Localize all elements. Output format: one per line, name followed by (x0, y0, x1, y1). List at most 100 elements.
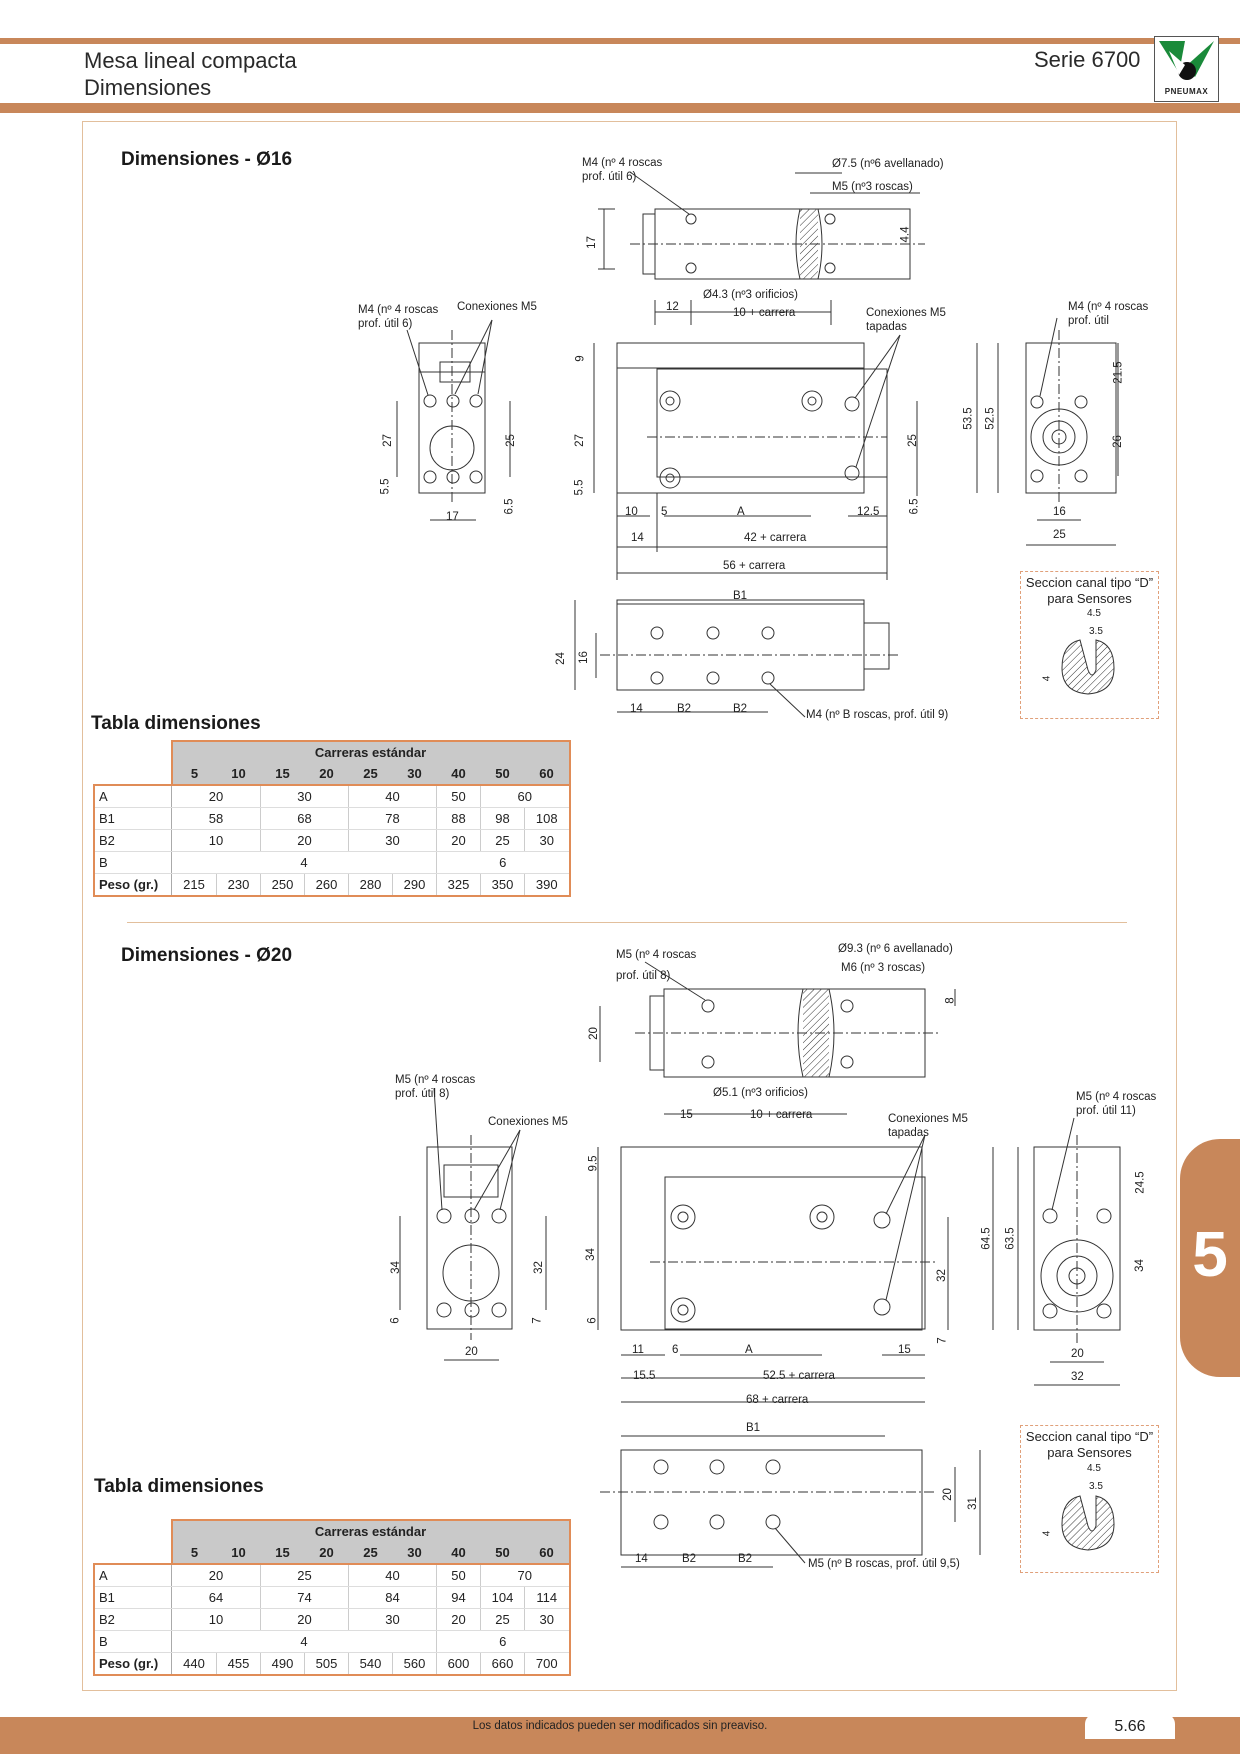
table-header-carreras: Carreras estándar (170, 1519, 571, 1542)
dim-right-21-5: 21.5 (1112, 361, 1125, 384)
chapter-tab[interactable]: 5 (1180, 1139, 1240, 1377)
dim-right-20: 20 (1071, 1348, 1084, 1360)
label-bottom-m4: M4 (nº B roscas, prof. útil 9) (806, 709, 949, 721)
dim-4-4: 4.4 (899, 226, 912, 243)
table-cell: 660 (480, 1652, 525, 1676)
dim-top-20: 20 (587, 1027, 600, 1040)
table-cell: 455 (216, 1652, 261, 1676)
dim-front-34: 34 (584, 1248, 597, 1261)
label-conexiones-20: Conexiones M5 (488, 1116, 568, 1128)
dim-right-64-5: 64.5 (980, 1227, 993, 1250)
label-m5-prof: prof. útil 8) (616, 970, 671, 982)
table-cell: 20 (171, 784, 261, 808)
sensor-title-16: Seccion canal tipo “D” para Sensores (1025, 575, 1154, 606)
table-cell: 94 (436, 1586, 481, 1609)
dim-front-6-20: 6 (586, 1317, 599, 1324)
dim-top-8: 8 (944, 997, 957, 1004)
table-cell: 20 (171, 1563, 261, 1587)
dim-top-15: 15 (680, 1109, 693, 1121)
dim-right-24-5: 24.5 (1134, 1171, 1147, 1194)
table-cell: 350 (480, 873, 525, 897)
table-cell: 68 (260, 807, 349, 830)
table-row-label: B1 (93, 807, 172, 830)
table-cell: 700 (524, 1652, 571, 1676)
table-row-label: B2 (93, 829, 172, 852)
label-conexiones-tapadas-1: Conexiones M5 (866, 307, 946, 319)
table-cell: 490 (260, 1652, 305, 1676)
label-right-m4-roscas: M4 (nº 4 roscas (1068, 301, 1149, 313)
table-stroke-header: 20 (304, 1542, 349, 1565)
table-stroke-header: 5 (170, 763, 217, 786)
footer-notice: Los datos indicados pueden ser modificad… (472, 1720, 768, 1732)
table-cell: 6 (436, 1630, 571, 1653)
dim-front-15-5: 15.5 (633, 1370, 656, 1382)
label-m5-roscas: M5 (nº 4 roscas (616, 949, 697, 961)
table-stroke-header: 60 (524, 1542, 571, 1565)
dim-sensor-4-5-20: 4.5 (1087, 1463, 1101, 1474)
content-frame (82, 121, 1177, 1691)
dim-right-53-5: 53.5 (962, 407, 975, 430)
dim-front-14: 14 (631, 532, 644, 544)
label-conexiones-tapadas-2: tapadas (866, 321, 907, 333)
table-stroke-header: 40 (436, 1542, 481, 1565)
dim-sensor-3-5: 3.5 (1089, 626, 1103, 637)
dim-bottom-b2-b-20: B2 (738, 1553, 753, 1565)
table-header-carreras: Carreras estándar (170, 740, 571, 763)
dim-right-26: 26 (1111, 435, 1124, 448)
table-cell: 325 (436, 873, 481, 897)
dim-front-12-5: 12.5 (857, 506, 880, 518)
table-cell: 30 (524, 829, 571, 852)
table-cell: 30 (260, 784, 349, 808)
label-conexiones-tapadas-20-2: tapadas (888, 1127, 929, 1139)
label-right-m4-prof: prof. útil (1068, 315, 1109, 327)
label-right-m5-prof: prof. útil 11) (1076, 1105, 1136, 1117)
dim-right-25: 25 (1053, 529, 1066, 541)
label-side-m5-prof: prof. útil 8) (395, 1088, 450, 1100)
table-row-label: A (93, 784, 172, 808)
label-side-m4-roscas: M4 (nº 4 roscas (358, 304, 439, 316)
page-title: Mesa lineal compacta (84, 48, 297, 73)
dim-side-20: 20 (465, 1346, 478, 1358)
table-cell: 60 (480, 784, 571, 808)
table-stroke-header: 50 (480, 763, 525, 786)
dim-front-27: 27 (573, 434, 586, 447)
brand-logo: PNEUMAX (1154, 36, 1219, 102)
dim-right-32: 32 (1071, 1371, 1084, 1383)
table-title-20: Tabla dimensiones (94, 1476, 264, 1497)
sensor-section-box-16: Seccion canal tipo “D” para Sensores (1020, 571, 1159, 719)
table-stroke-header: 20 (304, 763, 349, 786)
label-orificios-20: Ø5.1 (nº3 orificios) (713, 1087, 808, 1099)
table-cell: 10 (171, 1608, 261, 1631)
table-stroke-header: 10 (216, 763, 261, 786)
dim-side-34: 34 (389, 1261, 402, 1274)
table-stroke-header: 25 (348, 763, 393, 786)
dim-right-63-5: 63.5 (1004, 1227, 1017, 1250)
dim-right-52-5: 52.5 (984, 407, 997, 430)
sensor-title-20: Seccion canal tipo “D” para Sensores (1025, 1429, 1154, 1460)
page-subtitle: Dimensiones (84, 75, 212, 100)
page-number: 5.66 (1085, 1714, 1175, 1739)
table-stroke-header: 25 (348, 1542, 393, 1565)
table-cell: 10 (171, 829, 261, 852)
label-m4-prof: prof. útil 6) (582, 171, 637, 183)
dim-front-52-5-carrera: 52.5 + carrera (763, 1370, 835, 1382)
dim-side-27: 27 (381, 434, 394, 447)
table-cell: 58 (171, 807, 261, 830)
table-stroke-header: 40 (436, 763, 481, 786)
table-row-label: B (93, 1630, 172, 1653)
header-band-bottom (0, 103, 1240, 113)
table-cell: 230 (216, 873, 261, 897)
table-stroke-header: 5 (170, 1542, 217, 1565)
table-cell: 50 (436, 784, 481, 808)
dim-front-11: 11 (632, 1344, 644, 1356)
table-cell: 30 (348, 1608, 437, 1631)
table-stroke-header: 50 (480, 1542, 525, 1565)
dim-bottom-31: 31 (966, 1497, 979, 1510)
dim-front-6b: 6 (672, 1344, 679, 1356)
